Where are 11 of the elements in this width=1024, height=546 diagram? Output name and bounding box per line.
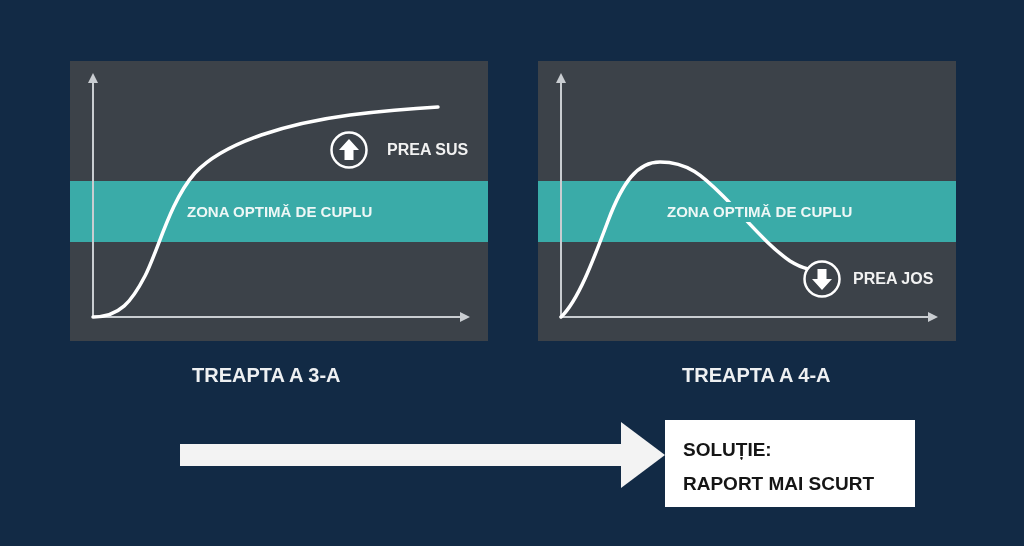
solution-heading: SOLUȚIE: — [683, 438, 772, 462]
optimal-zone-band — [70, 181, 488, 242]
optimal-zone-band — [538, 181, 956, 242]
arrow — [180, 422, 665, 488]
status-label: PREA JOS — [853, 269, 934, 289]
solution-text: RAPORT MAI SCURT — [683, 472, 875, 496]
panel-caption: TREAPTA A 3-A — [192, 363, 341, 387]
solution-box — [665, 420, 915, 507]
zone-label: ZONA OPTIMĂ DE CUPLU — [665, 202, 855, 222]
panel-caption: TREAPTA A 4-A — [682, 363, 831, 387]
status-label: PREA SUS — [387, 140, 469, 160]
